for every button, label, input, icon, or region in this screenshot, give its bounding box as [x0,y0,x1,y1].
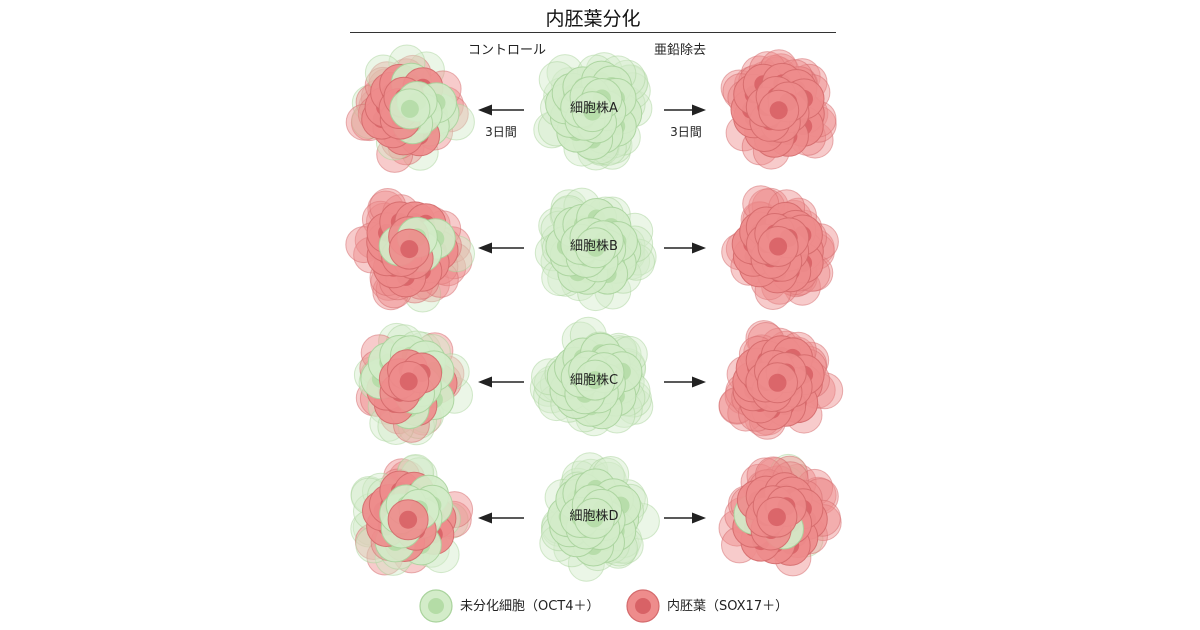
endoderm-cell [388,228,430,270]
duration-label-right: 3日間 [670,125,702,139]
cell-line-cluster-a [533,52,653,171]
control-cluster-d [350,454,474,576]
endoderm-cell [388,360,430,402]
arrow-to-control-b [478,242,524,254]
zinc-removal-cluster-b [721,185,839,310]
legend-label-endoderm: 内胚葉（SOX17＋） [667,599,789,614]
arrow-to-zinc-removal-b [664,242,706,254]
arrow-to-control-c [478,376,524,388]
title-rule [350,32,836,33]
figure-title: 内胚葉分化 [545,8,641,30]
cell-line-label-b: 細胞株B [570,239,618,254]
arrow-to-zinc-removal-d [664,512,706,524]
zinc-removal-cluster-a [720,49,837,170]
arrow-to-zinc-removal-c [664,376,706,388]
cell-line-label-c: 細胞株C [569,373,619,388]
control-cluster-c [353,322,473,446]
control-column-heading: コントロール [467,43,546,58]
cell-line-cluster-d [539,452,660,582]
undifferentiated-cell [575,227,617,269]
legend-label-undifferentiated: 未分化細胞（OCT4＋） [460,599,600,614]
zinc-removal-cluster-d [718,453,842,577]
control-cluster-b [345,188,475,313]
zinc-removal-cluster-c [718,320,844,440]
endoderm-cell [758,89,800,131]
endoderm-cell [757,362,798,404]
arrow-to-control-a [478,104,524,116]
green-cell-icon [419,589,453,623]
arrow-to-zinc-removal-a [664,104,706,116]
arrow-to-control-d [478,512,524,524]
duration-label-left: 3日間 [485,125,517,139]
cell-line-label-a: 細胞株A [570,101,618,116]
endoderm-cell [387,499,429,541]
undifferentiated-cell [389,88,431,130]
zinc-removal-column-heading: 亜鉛除去 [653,43,706,58]
cell-line-cluster-c [529,316,654,437]
control-cluster-a [345,44,475,173]
undifferentiated-cell [574,359,616,401]
endoderm-cell [757,226,799,267]
legend: 未分化細胞（OCT4＋） 内胚葉（SOX17＋） [418,588,818,624]
red-cell-icon [626,589,660,623]
undifferentiated-cell [574,497,615,539]
undifferentiated-cell [571,91,613,133]
cell-line-cluster-b [534,187,657,312]
cell-line-label-d: 細胞株D [569,509,619,524]
endoderm-cell [756,496,798,538]
